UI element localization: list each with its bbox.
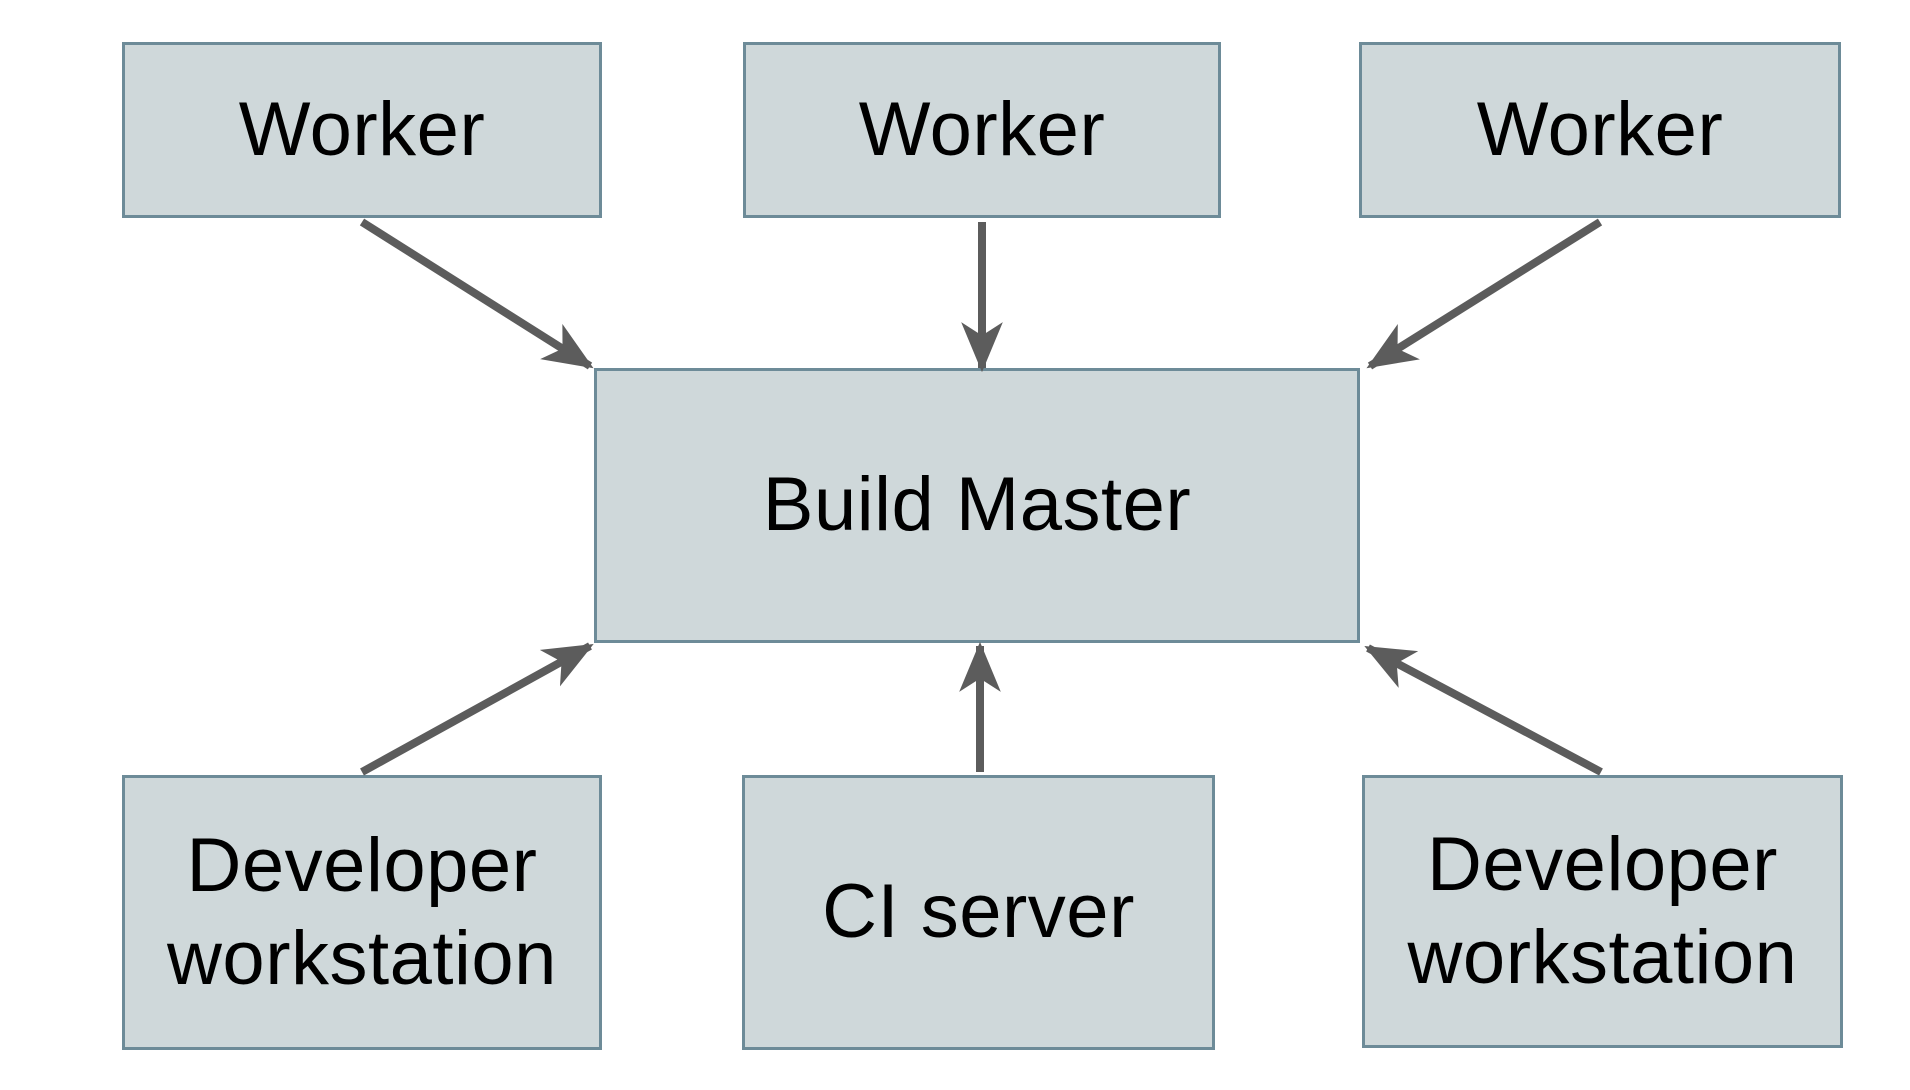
node-developer-workstation-2-label: Developer workstation bbox=[1407, 821, 1798, 1000]
node-developer-workstation-1-label: Developer workstation bbox=[167, 822, 557, 1001]
node-developer-workstation-2: Developer workstation bbox=[1362, 775, 1843, 1048]
node-worker-2-label: Worker bbox=[858, 86, 1106, 172]
node-ci-server: CI server bbox=[742, 775, 1215, 1050]
arrow-devworkstation2-to-buildmaster bbox=[1364, 644, 1603, 776]
node-worker-1-label: Worker bbox=[238, 86, 486, 172]
node-developer-workstation-1: Developer workstation bbox=[122, 775, 602, 1050]
node-worker-2: Worker bbox=[743, 42, 1221, 218]
arrow-worker3-to-buildmaster bbox=[1366, 218, 1603, 370]
node-worker-3: Worker bbox=[1359, 42, 1841, 218]
node-ci-server-label: CI server bbox=[822, 869, 1135, 955]
node-worker-1: Worker bbox=[122, 42, 602, 218]
node-build-master-label: Build Master bbox=[762, 462, 1192, 548]
arrow-devworkstation1-to-buildmaster bbox=[360, 642, 594, 776]
arrow-worker1-to-buildmaster bbox=[359, 218, 594, 370]
node-worker-3-label: Worker bbox=[1476, 86, 1724, 172]
node-build-master: Build Master bbox=[594, 368, 1360, 643]
